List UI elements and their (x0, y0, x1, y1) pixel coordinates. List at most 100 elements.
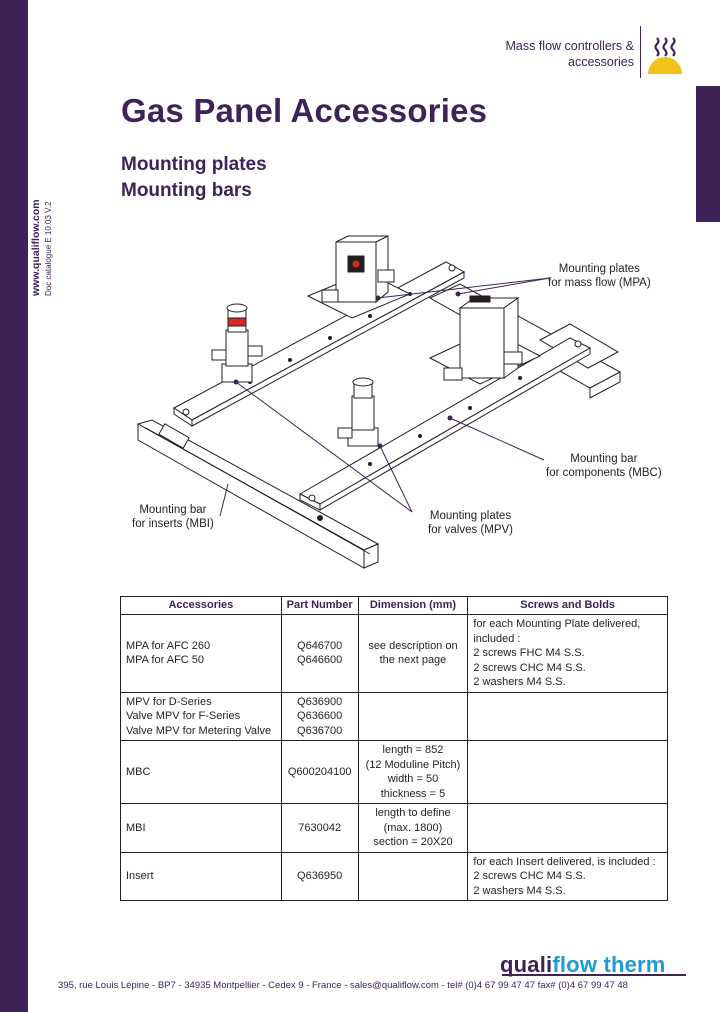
cell-screws: for each Mounting Plate delivered, includ… (467, 614, 668, 693)
cell-screws (467, 740, 668, 804)
cell-dimension-line: the next page (379, 654, 447, 667)
gas-panel-illustration (136, 235, 622, 569)
right-section-tab (696, 86, 720, 222)
table-row: MBI 7630042 length to define (max. 1800) sec… (120, 803, 668, 853)
cell-part-number-lines: Q636950 (287, 869, 353, 884)
cell-part-number-line: Q646700 (297, 639, 343, 652)
cell-part-number: Q600204100 (280, 740, 359, 804)
side-website-url[interactable]: www.qualiflow.com (30, 199, 42, 296)
cell-accessory-line: MBI (126, 821, 146, 834)
left-color-band (0, 0, 28, 1012)
callout-mpv: Mounting plates for valves (MPV) (428, 509, 513, 537)
section-header-line1: Mass flow controllers & (505, 39, 634, 53)
subtitle-mounting-plates: Mounting plates (121, 154, 267, 175)
cell-screws-line: 2 washers M4 S.S. (473, 676, 566, 688)
mfc-right-drawing (428, 295, 542, 385)
valve-left-drawing (211, 303, 263, 383)
cell-accessory-line: Valve MPV for Metering Valve (126, 724, 272, 737)
cell-dimension: see description on the next page (357, 614, 469, 693)
callout-mbc: Mounting bar for components (MBC) (546, 452, 662, 480)
cell-screws-line: for each Mounting Plate delivered, (473, 618, 641, 630)
cell-screws-lines: for each Mounting Plate delivered, includ… (473, 617, 662, 690)
cell-accessory-line: MPA for AFC 50 (126, 654, 205, 667)
cell-screws (467, 803, 668, 853)
cell-dimension (357, 691, 469, 741)
cell-dimension: length = 852 (12 Moduline Pitch) width = 5… (357, 740, 469, 804)
cell-dimension-line: see description on (368, 639, 458, 652)
cell-part-number: 7630042 (280, 803, 359, 853)
brand-name-part2: flow therm (552, 952, 666, 977)
cell-dimension-lines: see description on the next page (364, 639, 463, 668)
side-vertical-text: www.qualiflow.com Doc catalogue E 10.03 … (28, 176, 60, 296)
header-divider (640, 26, 641, 78)
table-row: MBC Q600204100 length = 852 (12 Moduline Pi… (120, 740, 668, 804)
table-row: Insert Q636950 for each Insert delivered, … (120, 851, 668, 901)
callout-mbi-line1: Mounting bar (139, 504, 207, 516)
cell-screws-line: for each Insert delivered, is included : (473, 855, 656, 868)
cell-part-number: Q636950 (280, 851, 359, 901)
cell-screws-line: 2 screws FHC M4 S.S. (473, 647, 585, 659)
cell-dimension: length to define (max. 1800) section = 20X… (357, 803, 469, 853)
callout-mpv-line1: Mounting plates (429, 510, 512, 522)
mfc-top-drawing (306, 235, 412, 319)
cell-part-number-line: Q600204100 (287, 765, 352, 778)
cell-dimension-line: length to define (375, 807, 451, 819)
cell-part-number-line: Q636900 (297, 695, 343, 708)
brand-name-part1: quali (500, 952, 553, 977)
cell-screws-line: 2 screws CHC M4 S.S. (473, 870, 586, 882)
cell-accessory: Insert (120, 851, 282, 901)
cell-part-number-line: Q636600 (297, 710, 343, 722)
page-title: Gas Panel Accessories (121, 92, 488, 129)
cell-part-number-line: 7630042 (298, 821, 342, 834)
cell-dimension-line: section = 20X20 (373, 836, 453, 848)
cell-dimension-lines: length = 852 (12 Moduline Pitch) width = 5… (364, 743, 463, 801)
header-screws-bolds: Screws and Bolds (467, 596, 668, 615)
section-header: Mass flow controllers & accessories (505, 38, 634, 70)
cell-part-number-line: Q646600 (297, 654, 343, 667)
cell-dimension-line: length = 852 (382, 744, 444, 756)
header-accessories: Accessories (120, 596, 282, 615)
header-dimension: Dimension (mm) (357, 596, 469, 615)
cell-dimension-lines: length to define (max. 1800) section = 20X… (364, 806, 463, 850)
cell-part-number-line: Q636700 (297, 724, 343, 737)
side-document-reference: Doc catalogue E 10.03 V.2 (44, 201, 53, 296)
cell-accessory-line: Insert (126, 870, 154, 882)
header-part-number: Part Number (280, 596, 359, 615)
page-subtitle: Mounting plates Mounting bars (121, 152, 267, 204)
callout-mbc-line1: Mounting bar (570, 453, 638, 465)
callout-mpv-line2: for valves (MPV) (428, 524, 513, 536)
cell-accessory: MBI (120, 803, 282, 853)
cell-dimension-line: thickness = 5 (380, 787, 446, 800)
cell-screws-lines: for each Insert delivered, is included :… (473, 855, 662, 899)
cell-accessory-line: MBC (126, 765, 151, 778)
footer-contact: 395, rue Louis Lépine - BP7 - 34935 Mont… (58, 980, 628, 991)
cell-part-number-line: Q636950 (297, 870, 343, 882)
cell-dimension-line: (max. 1800) (383, 821, 443, 834)
cell-accessory-lines: Insert (126, 869, 276, 884)
cell-accessory-lines: MBI (126, 821, 276, 836)
cell-dimension-line: (12 Moduline Pitch) (365, 758, 461, 771)
cell-accessory-line: Valve MPV for F-Series (126, 710, 241, 722)
callout-mbi: Mounting bar for inserts (MBI) (132, 503, 214, 531)
cell-screws-line: included : (473, 632, 521, 645)
mbi-bar-drawing (136, 419, 380, 569)
cell-screws (467, 691, 668, 741)
subtitle-mounting-bars: Mounting bars (121, 180, 252, 201)
cell-dimension-line: width = 50 (387, 773, 439, 785)
cell-accessory-lines: MBC (126, 765, 276, 780)
brand-underline (502, 974, 686, 976)
callout-mpa-line2: for mass flow (MPA) (548, 277, 651, 289)
cell-screws-line: 2 screws CHC M4 S.S. (473, 661, 586, 674)
cell-accessory: MBC (120, 740, 282, 804)
